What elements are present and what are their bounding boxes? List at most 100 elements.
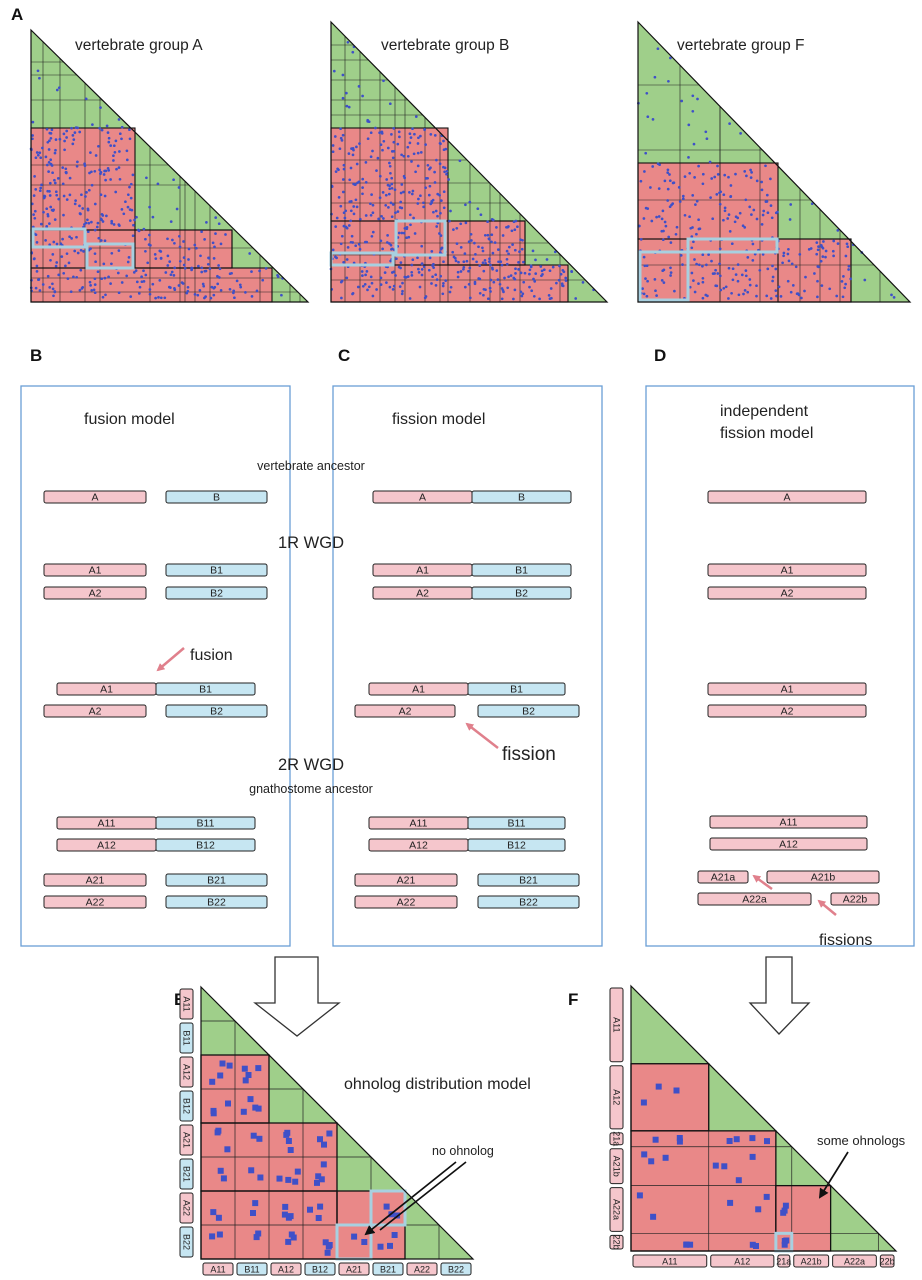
dotplot-dot [413,232,417,235]
dotplot-dot [691,94,695,98]
dotplot-dot [186,289,190,293]
dotplot-dot [528,268,532,272]
dotplot-dot [560,282,564,286]
chromosome-label: B2 [515,588,528,600]
chromosome-segment [697,870,749,884]
fusion-model-title: fusion model [84,411,175,428]
dotplot-dot [90,220,93,224]
dotplot-dot [98,126,102,130]
dotplot-dot [655,215,658,219]
dotplot-dot [280,293,283,297]
dotplot-dot [61,182,65,186]
dotplot-dot [424,186,427,190]
dotplot-dot [433,170,436,174]
dotplot-dot [397,130,401,134]
dotplot-dot [432,210,435,214]
dotplot-dot [468,200,472,204]
independent-model-title-line1: independent [720,403,809,420]
ohnolog-dot [321,1141,327,1148]
dotplot-dot [232,291,235,295]
dotplot-dot [133,218,136,222]
dotplot-dot [410,192,414,196]
fusion-arrow [156,647,185,672]
dotplot-dot [405,236,409,240]
chromosome-label: A12 [409,840,428,852]
dotplot-dot [559,272,563,276]
dotplot-dot [718,274,722,278]
dotplot-dot [441,292,445,296]
dotplot-dot [701,253,705,257]
dotplot-dot [47,170,50,173]
dotplot-dot [678,200,682,203]
dotplot-dot [701,172,705,176]
dotplot-dot [430,282,433,285]
dotplot-dot [716,164,719,168]
dotplot-dot [193,293,197,296]
chromosome-label: B12 [196,840,215,852]
dotplot-dot [74,199,77,202]
dotplot-dot [382,217,385,220]
dotplot-dot [499,260,503,264]
dotplot-dot [687,156,690,159]
dotplot-dot [358,247,362,251]
dotplot-dot [489,290,492,293]
dotplot-dot [729,195,733,198]
dotplot-dot [34,188,38,191]
dotplot-dot [718,202,722,206]
dotplot-dot [400,292,404,296]
dotplot-dot [98,168,102,172]
dotplot-dot [78,288,82,292]
chromosome-label: A1 [89,565,102,577]
dotplot-dot [701,280,705,284]
dotplot-dot [824,249,828,253]
dotplot-dot [669,274,672,277]
dotplot-dot [107,275,110,279]
chromosome-label: A1 [100,684,113,696]
ohnolog-dot [281,1211,288,1218]
dotplot-dot [651,165,655,168]
dotplot-dot [716,272,720,275]
dotplot-dot [382,139,386,143]
dotplot-dot [828,287,832,291]
dotplot-dot [513,228,517,232]
dotplot-dot [507,275,510,279]
dotplot-dot [657,187,661,190]
dotplot-outline [30,28,310,303]
dotplot-dot [379,239,383,243]
dotplot-dot [455,226,459,230]
dotplot-dot [846,245,850,249]
chromosome-segment [709,815,868,829]
dotplot-dot [135,215,138,219]
dotplot-dot [358,217,362,221]
dotplot-dot [821,255,825,258]
dotplot-dot [892,296,896,299]
dotplot-dot [363,282,367,286]
dotplot-dot [439,274,443,278]
dotplot-dot [91,123,94,126]
side-chromosome-label-box [179,1158,194,1190]
dotplot-dot [656,47,660,51]
dotplot-dot [187,247,191,251]
chromosome-label: B [518,492,525,504]
dotplot-dot [390,247,393,251]
ohnolog-dot [255,1065,262,1072]
dotplot-dot [173,288,177,292]
dotplot-dot [63,139,66,143]
dotplot-dot [765,294,769,298]
dotplot-dot [93,283,97,286]
dotplot-dot [339,204,343,208]
dotplot-dot [438,251,442,254]
dotplot-dot [370,193,373,196]
dotplot-dot [70,237,73,240]
dotplot-dot [478,291,482,295]
dotplot-dot [730,291,733,295]
dotplot-dot [746,256,750,259]
dotplot-dot [128,128,131,132]
model-red-block [631,1063,709,1131]
dotplot-dot [487,237,491,241]
dotplot-dot [416,164,420,168]
fission-model-title: fission model [392,411,485,428]
dotplot-dot [668,173,671,176]
dotplot-dot [349,166,353,170]
